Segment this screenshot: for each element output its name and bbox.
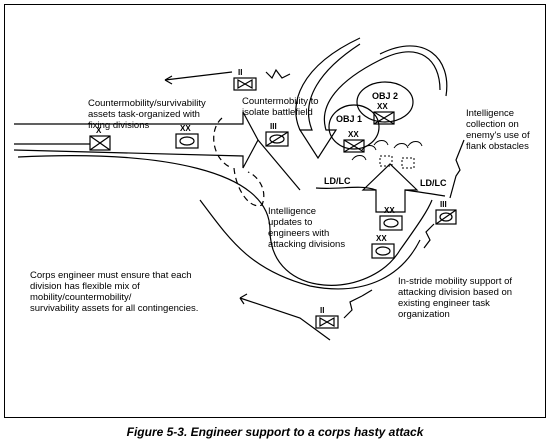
ld-lc-label-right: LD/LC: [420, 178, 447, 188]
attacking-division-arrow: [361, 163, 419, 213]
obj2-echelon-label: XX: [377, 102, 388, 111]
corps-unit-symbol: [89, 135, 111, 151]
attacking-division-echelon-label: XX: [384, 206, 395, 215]
envelopment-arrow: [298, 43, 441, 160]
objective-1-label: OBJ 1: [336, 114, 363, 124]
annotation-countermobility-survivability: Countermobility/survivability assets tas…: [88, 98, 206, 131]
engineer-battalion-top-echelon-label: II: [238, 68, 243, 77]
enemy-obstacles: [351, 140, 423, 169]
figure-frame: [4, 4, 546, 418]
brigade-unit-symbol-right: [435, 209, 457, 225]
annotation-intelligence-collection: Intelligence collection on enemy's use o…: [466, 108, 530, 152]
comm-arrow-top: [164, 71, 233, 81]
annotation-corps-engineer: Corps engineer must ensure that each div…: [30, 270, 199, 314]
annotation-countermobility-isolate: Countermobility to isolate battlefield: [242, 96, 319, 118]
objective-2-area: [356, 81, 414, 123]
engineer-battalion-top: [233, 77, 257, 91]
brigade-unit-symbol-center: [265, 131, 289, 147]
annotation-in-stride: In-stride mobility support of attacking …: [398, 276, 513, 320]
objective-1-area: [328, 104, 380, 150]
figure-caption: Figure 5-3. Engineer support to a corps …: [126, 425, 424, 439]
attacking-division-symbol-2: [371, 243, 395, 259]
engineer-battalion-bottom-echelon-label: II: [320, 306, 325, 315]
attacking-division-2-echelon-label: XX: [376, 234, 387, 243]
brigade-echelon-label: III: [270, 122, 277, 131]
division-unit-symbol-left: [175, 133, 199, 149]
obj1-echelon-label: XX: [348, 130, 359, 139]
corps-echelon-label: X: [96, 126, 102, 135]
annotation-intelligence-updates: Intelligence updates to engineers with a…: [268, 206, 346, 250]
line-of-departure: [315, 186, 377, 191]
obj1-unit-symbol: [343, 139, 365, 153]
attacking-division-symbol: [379, 215, 403, 231]
division-boundary-curve: [17, 155, 433, 286]
engineer-battalion-bottom: [315, 315, 339, 329]
obj2-unit-symbol: [373, 111, 395, 125]
objective-2-label: OBJ 2: [372, 91, 399, 101]
division-echelon-label: XX: [180, 124, 191, 133]
brigade-right-echelon-label: III: [440, 200, 447, 209]
ld-lc-label-left: LD/LC: [324, 176, 351, 186]
